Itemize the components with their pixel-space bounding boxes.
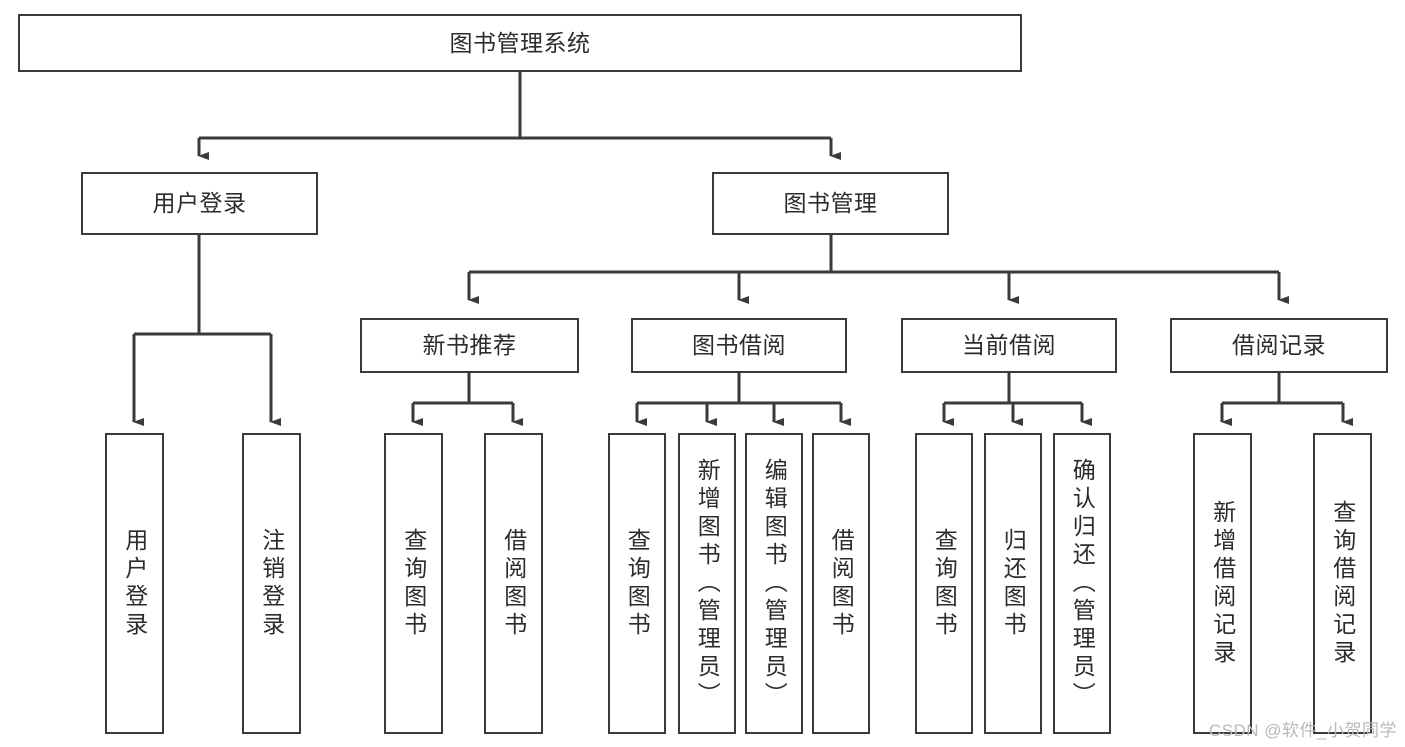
- node-current-borrow-label: 当前借阅: [962, 332, 1056, 359]
- node-leaf-add-book-admin[interactable]: 新增图书（管理员）: [678, 433, 736, 734]
- node-leaf-add-book-admin-label: 新增图书（管理员）: [694, 457, 721, 710]
- node-leaf-query-book-b-label: 查询图书: [624, 527, 651, 640]
- node-user-login[interactable]: 用户登录: [81, 172, 318, 235]
- node-new-book-recommend[interactable]: 新书推荐: [360, 318, 579, 373]
- node-borrow-record[interactable]: 借阅记录: [1170, 318, 1388, 373]
- node-leaf-return-book-label: 归还图书: [1000, 527, 1027, 640]
- node-current-borrow[interactable]: 当前借阅: [901, 318, 1117, 373]
- node-root-label: 图书管理系统: [449, 29, 591, 56]
- node-leaf-return-book[interactable]: 归还图书: [984, 433, 1042, 734]
- node-leaf-query-record[interactable]: 查询借阅记录: [1313, 433, 1372, 734]
- node-leaf-logout-label: 注销登录: [258, 527, 285, 640]
- node-leaf-borrow-book-a-label: 借阅图书: [500, 527, 527, 640]
- node-book-borrow[interactable]: 图书借阅: [631, 318, 847, 373]
- node-new-book-recommend-label: 新书推荐: [422, 332, 517, 359]
- node-leaf-query-book-a[interactable]: 查询图书: [384, 433, 443, 734]
- node-user-login-label: 用户登录: [152, 190, 247, 217]
- node-leaf-borrow-book-b[interactable]: 借阅图书: [812, 433, 870, 734]
- node-leaf-query-book-c[interactable]: 查询图书: [915, 433, 973, 734]
- node-leaf-edit-book-admin[interactable]: 编辑图书（管理员）: [745, 433, 803, 734]
- node-leaf-borrow-book-a[interactable]: 借阅图书: [484, 433, 543, 734]
- node-root[interactable]: 图书管理系统: [18, 14, 1022, 72]
- node-book-borrow-label: 图书借阅: [692, 332, 786, 359]
- node-book-management-label: 图书管理: [783, 190, 878, 217]
- node-leaf-logout[interactable]: 注销登录: [242, 433, 301, 734]
- node-leaf-edit-book-admin-label: 编辑图书（管理员）: [761, 457, 788, 710]
- node-leaf-user-login-label: 用户登录: [121, 527, 148, 640]
- node-leaf-user-login[interactable]: 用户登录: [105, 433, 164, 734]
- node-leaf-query-book-b[interactable]: 查询图书: [608, 433, 666, 734]
- node-leaf-add-record[interactable]: 新增借阅记录: [1193, 433, 1252, 734]
- csdn-watermark: CSDN @软件_小贺同学: [1208, 721, 1397, 740]
- node-leaf-confirm-return-admin[interactable]: 确认归还（管理员）: [1053, 433, 1111, 734]
- node-leaf-query-record-label: 查询借阅记录: [1329, 499, 1356, 668]
- node-leaf-add-record-label: 新增借阅记录: [1209, 499, 1236, 668]
- node-borrow-record-label: 借阅记录: [1232, 332, 1326, 359]
- node-leaf-query-book-c-label: 查询图书: [931, 527, 958, 640]
- node-leaf-confirm-return-admin-label: 确认归还（管理员）: [1069, 457, 1096, 710]
- node-leaf-borrow-book-b-label: 借阅图书: [828, 527, 855, 640]
- node-book-management[interactable]: 图书管理: [712, 172, 949, 235]
- node-leaf-query-book-a-label: 查询图书: [400, 527, 427, 640]
